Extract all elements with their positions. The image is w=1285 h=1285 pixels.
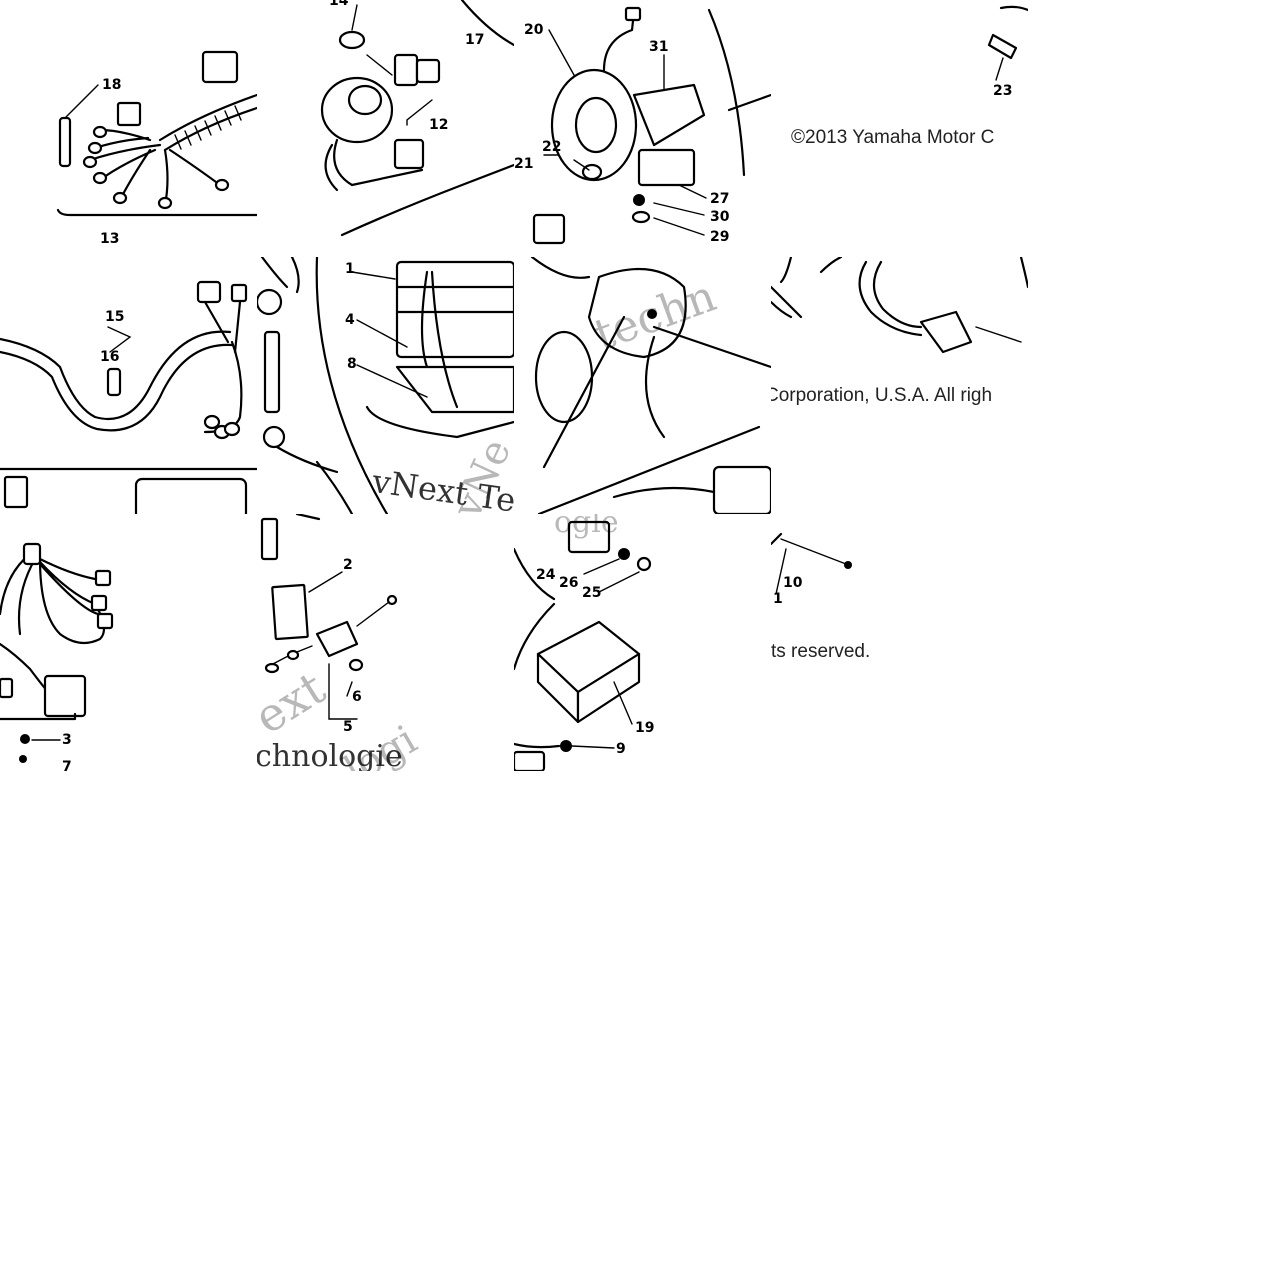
watermark-ogle: ogle: [554, 514, 619, 540]
callout-20: 20: [524, 22, 544, 38]
tile-battery: 1 4 8 vNext Te vNe: [257, 257, 514, 514]
callout-14: 14: [329, 0, 349, 9]
callout-22: 22: [542, 139, 562, 155]
callout-13: 13: [100, 231, 120, 247]
magneto-drawing: [530, 257, 771, 514]
bolt-drawing: [771, 532, 852, 595]
callout-8: 8: [347, 356, 357, 372]
callout-16: 16: [100, 349, 120, 365]
callout-29: 29: [710, 229, 730, 245]
flasher-drawing: [514, 520, 652, 771]
copyright-line-3: ts reserved.: [771, 641, 871, 662]
callout-15: 15: [105, 309, 125, 325]
tile-copyright-1: 23 ©2013 Yamaha Motor C: [771, 0, 1028, 257]
horn-drawing: [532, 6, 771, 245]
callout-23: 23: [993, 83, 1013, 99]
callout-6: 6: [352, 689, 362, 705]
battery-drawing: [257, 257, 514, 514]
callout-31: 31: [649, 39, 669, 55]
callout-4: 4: [345, 312, 355, 328]
tile-copyright-3: 10 1 ts reserved.: [771, 514, 1028, 771]
callout-10: 10: [783, 575, 803, 591]
plug-cap-drawing: [771, 257, 1028, 354]
copyright-line-1: ©2013 Yamaha Motor C: [791, 127, 995, 148]
rectifier-drawing: [260, 514, 398, 720]
tile-wire-harness: 18 13: [0, 0, 257, 257]
tile-relay-leads: 3 7: [0, 514, 257, 771]
callout-27: 27: [710, 191, 730, 207]
ignition-switch-drawing: [320, 0, 514, 237]
callout-17: 17: [465, 32, 485, 48]
sub-harness-drawing: [0, 280, 257, 514]
relay-leads-drawing: [0, 542, 114, 763]
callout-12: 12: [429, 117, 449, 133]
callout-9: 9: [616, 741, 626, 757]
connector-drawing: [987, 5, 1028, 81]
callout-25: 25: [582, 585, 602, 601]
callout-19: 19: [635, 720, 655, 736]
callout-26: 26: [559, 575, 579, 591]
callout-7: 7: [62, 759, 72, 771]
callout-1b: 1: [773, 591, 783, 607]
callout-18: 18: [102, 77, 122, 93]
copyright-line-2: Corporation, U.S.A. All righ: [771, 385, 993, 406]
callout-3: 3: [62, 732, 72, 748]
callout-24: 24: [536, 567, 556, 583]
watermark-chnologie: chnologie: [257, 739, 403, 772]
tile-ignition-switch: 14 17 12: [257, 0, 514, 257]
tile-horn: 20 31 22 21 27 30 29: [514, 0, 771, 257]
wire-harness-drawing: [56, 50, 257, 217]
callout-1: 1: [345, 261, 355, 277]
tile-magneto: techn: [514, 257, 771, 514]
callout-5: 5: [343, 719, 353, 735]
tile-sub-harness: 15 16: [0, 257, 257, 514]
tile-rectifier: 2 6 5 ext chnologie ologi: [257, 514, 514, 771]
callout-2: 2: [343, 557, 353, 573]
tile-flasher: ogle 24 26 25 19 9: [514, 514, 771, 771]
callout-21: 21: [514, 156, 534, 172]
callout-30: 30: [710, 209, 730, 225]
tile-copyright-2: Corporation, U.S.A. All righ: [771, 257, 1028, 514]
